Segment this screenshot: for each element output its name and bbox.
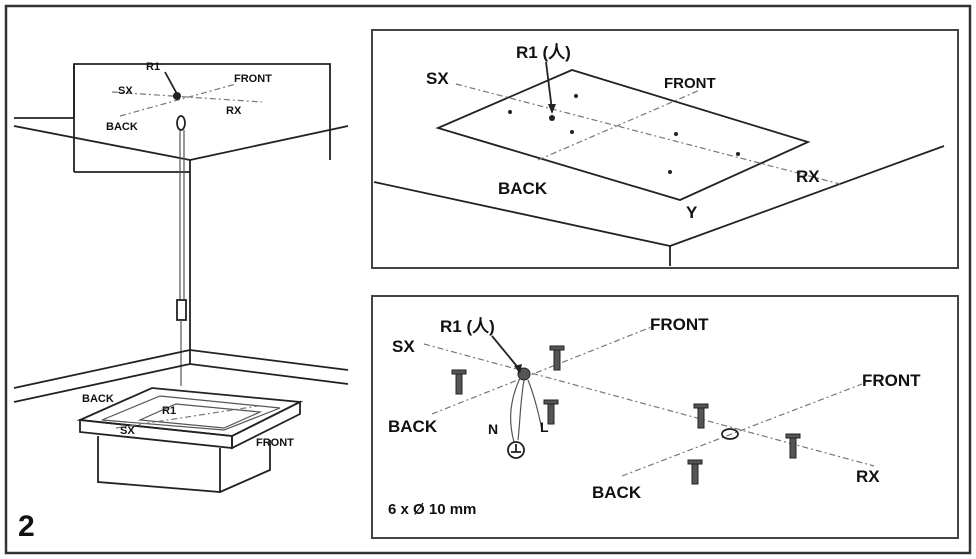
- bottom-rx-label: RX: [856, 467, 880, 486]
- hood-sx-label: SX: [120, 425, 135, 437]
- bottom-back-label-2: BACK: [592, 483, 642, 502]
- drill-spec: 6 x Ø 10 mm: [388, 501, 476, 518]
- hood-body: [76, 387, 304, 493]
- bottom-right-panel: [371, 295, 959, 539]
- screw: [785, 433, 801, 459]
- plate-holes: [508, 94, 740, 174]
- screw: [687, 459, 703, 485]
- neutral-label: N: [488, 421, 498, 437]
- outer-frame: [4, 4, 972, 555]
- inset-rx-label: RX: [226, 105, 242, 117]
- hood-front-label: FRONT: [256, 437, 294, 449]
- bottom-right-view: R1 (人) SX FRONT FRONT BACK BACK RX N L 6…: [371, 295, 959, 539]
- screw: [693, 403, 709, 429]
- bottom-back-label-1: BACK: [388, 417, 438, 436]
- top-right-view: R1 (人) SX FRONT RX BACK Y: [371, 29, 959, 269]
- screw: [451, 369, 467, 395]
- hood-back-label: BACK: [82, 393, 114, 405]
- inset-front-label: FRONT: [234, 73, 272, 85]
- power-cables: [507, 377, 543, 459]
- inset-sx-label: SX: [118, 85, 133, 97]
- top-r1-label: R1 (人): [516, 43, 571, 62]
- left-view: R1 FRONT SX RX BACK BACK R1 SX FRONT 2: [13, 61, 349, 543]
- figure-number: 2: [18, 510, 35, 543]
- inset-back-label: BACK: [106, 121, 138, 133]
- screw: [543, 399, 559, 425]
- r1-mark: [173, 92, 181, 100]
- top-right-panel: [371, 29, 959, 269]
- screw: [549, 345, 565, 371]
- bottom-front-label-2: FRONT: [862, 371, 921, 390]
- ceiling-plate: [435, 69, 811, 201]
- inset-r1-label: R1: [146, 61, 160, 73]
- hood-r1-label: R1: [162, 405, 176, 417]
- live-label: L: [540, 419, 549, 435]
- top-back-label: BACK: [498, 179, 548, 198]
- top-rx-label: RX: [796, 167, 820, 186]
- top-front-label: FRONT: [664, 75, 716, 92]
- screws: [451, 345, 801, 485]
- bottom-sx-label: SX: [392, 337, 415, 356]
- bottom-r1-label: R1 (人): [440, 317, 495, 336]
- bottom-front-label-1: FRONT: [650, 315, 709, 334]
- top-sx-label: SX: [426, 69, 449, 88]
- top-y-label: Y: [686, 203, 698, 222]
